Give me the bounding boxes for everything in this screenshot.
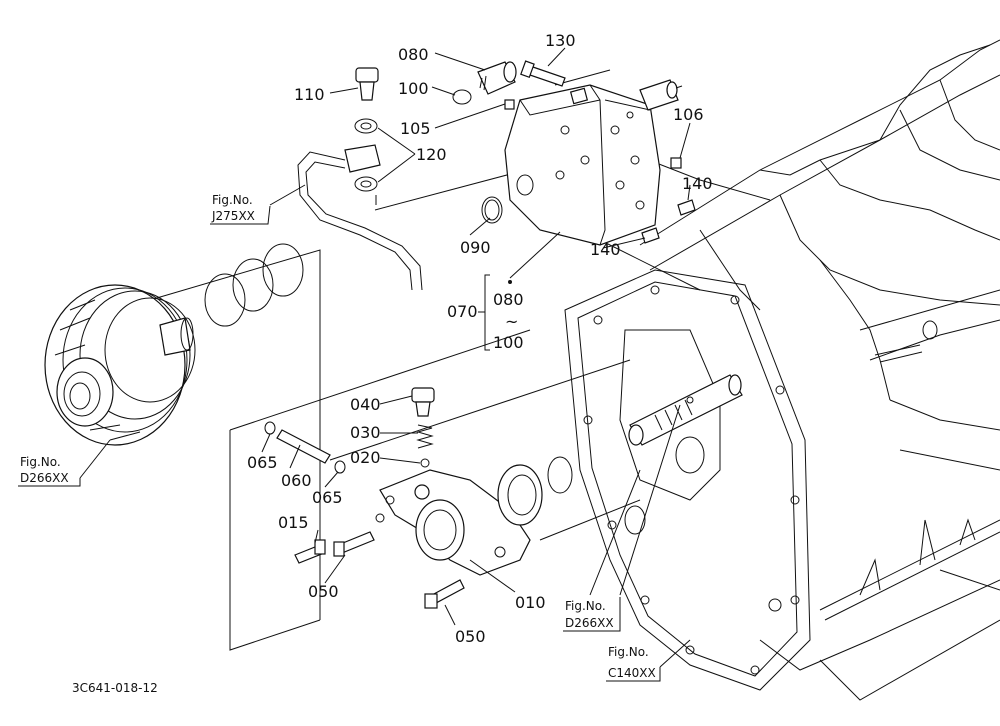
label-050-bottom: 050 [455, 627, 486, 646]
snap-ring-3 [262, 243, 304, 297]
washer-120-lower-hole [360, 180, 372, 188]
o-ring-090-inner [484, 199, 500, 221]
washer-120-lower [354, 176, 378, 192]
banjo-fitting [344, 144, 381, 173]
label-140-upper: 140 [682, 174, 713, 193]
leader-lines [79, 47, 691, 668]
input-shaft [628, 374, 743, 446]
plug-105 [504, 99, 515, 110]
label-100-top: 100 [398, 79, 429, 98]
housing-flange-plate [564, 269, 811, 691]
label-010: 010 [515, 593, 546, 612]
label-060: 060 [281, 471, 312, 490]
label-015: 015 [278, 513, 309, 532]
label-080-top: 080 [398, 45, 429, 64]
oil-pipe [297, 151, 413, 291]
figure-references: Fig.No. J275XX Fig.No. D266XX Fig.No. D2… [18, 193, 661, 682]
bearing [497, 464, 543, 526]
bolt-130 [520, 60, 566, 87]
label-070: 070 [447, 302, 478, 321]
bolt-015-head [314, 539, 326, 555]
bolt-050-lower-head [424, 593, 438, 609]
control-valve-block [504, 79, 683, 246]
washer-120-upper [354, 118, 378, 134]
label-106: 106 [673, 105, 704, 124]
label-120: 120 [416, 145, 447, 164]
o-ring-065-left [264, 421, 276, 435]
label-040: 040 [350, 395, 381, 414]
spring-030 [416, 424, 434, 449]
oil-seal [547, 456, 573, 494]
label-140-lower: 140 [590, 240, 621, 259]
snap-ring-1 [204, 273, 246, 327]
label-105: 105 [400, 119, 431, 138]
transmission-housing [639, 39, 1000, 701]
fig-ref-d266-left-code: D266XX [20, 471, 69, 485]
fig-ref-j275-caption: Fig.No. [212, 193, 253, 207]
fig-ref-c140-code: C140XX [608, 666, 656, 680]
bolt-050-upper-head [333, 541, 345, 557]
assembly-dot [508, 280, 512, 284]
label-tilde: ~ [505, 312, 518, 331]
assembly-guide-lines [149, 69, 771, 651]
fig-ref-d266-right-code: D266XX [565, 616, 614, 630]
washer-120-upper-hole [360, 122, 372, 130]
label-080-range: 080 [493, 290, 524, 309]
ball-020 [420, 458, 430, 468]
pin-060 [276, 429, 331, 464]
label-130: 130 [545, 31, 576, 50]
fig-ref-d266-right-caption: Fig.No. [565, 599, 606, 613]
clutch-pack [44, 284, 196, 446]
connector-080 [477, 61, 517, 95]
label-100-range: 100 [493, 333, 524, 352]
label-050-left: 050 [308, 582, 339, 601]
label-065-left: 065 [247, 453, 278, 472]
label-110: 110 [294, 85, 325, 104]
plug-106 [670, 157, 682, 169]
snap-ring-2 [232, 258, 274, 312]
o-ring-100 [452, 89, 472, 105]
o-ring-090 [481, 196, 503, 224]
part-number-labels: 080 100 130 110 105 120 106 140 140 090 … [247, 31, 713, 646]
o-ring-065-right [334, 460, 346, 474]
plug-040 [411, 387, 435, 417]
banjo-bolt-110 [355, 67, 379, 101]
label-030: 030 [350, 423, 381, 442]
label-090: 090 [460, 238, 491, 257]
diagram-id: 3C641-018-12 [72, 681, 158, 695]
pin-140-upper [677, 199, 696, 216]
label-020: 020 [350, 448, 381, 467]
fig-ref-c140-caption: Fig.No. [608, 645, 649, 659]
label-065-right: 065 [312, 488, 343, 507]
oil-pipe-edge [305, 161, 423, 291]
pin-140-lower [641, 227, 660, 244]
bracket-010 [375, 469, 531, 576]
fig-ref-j275-code: J275XX [211, 209, 255, 223]
fig-ref-d266-left-caption: Fig.No. [20, 455, 61, 469]
